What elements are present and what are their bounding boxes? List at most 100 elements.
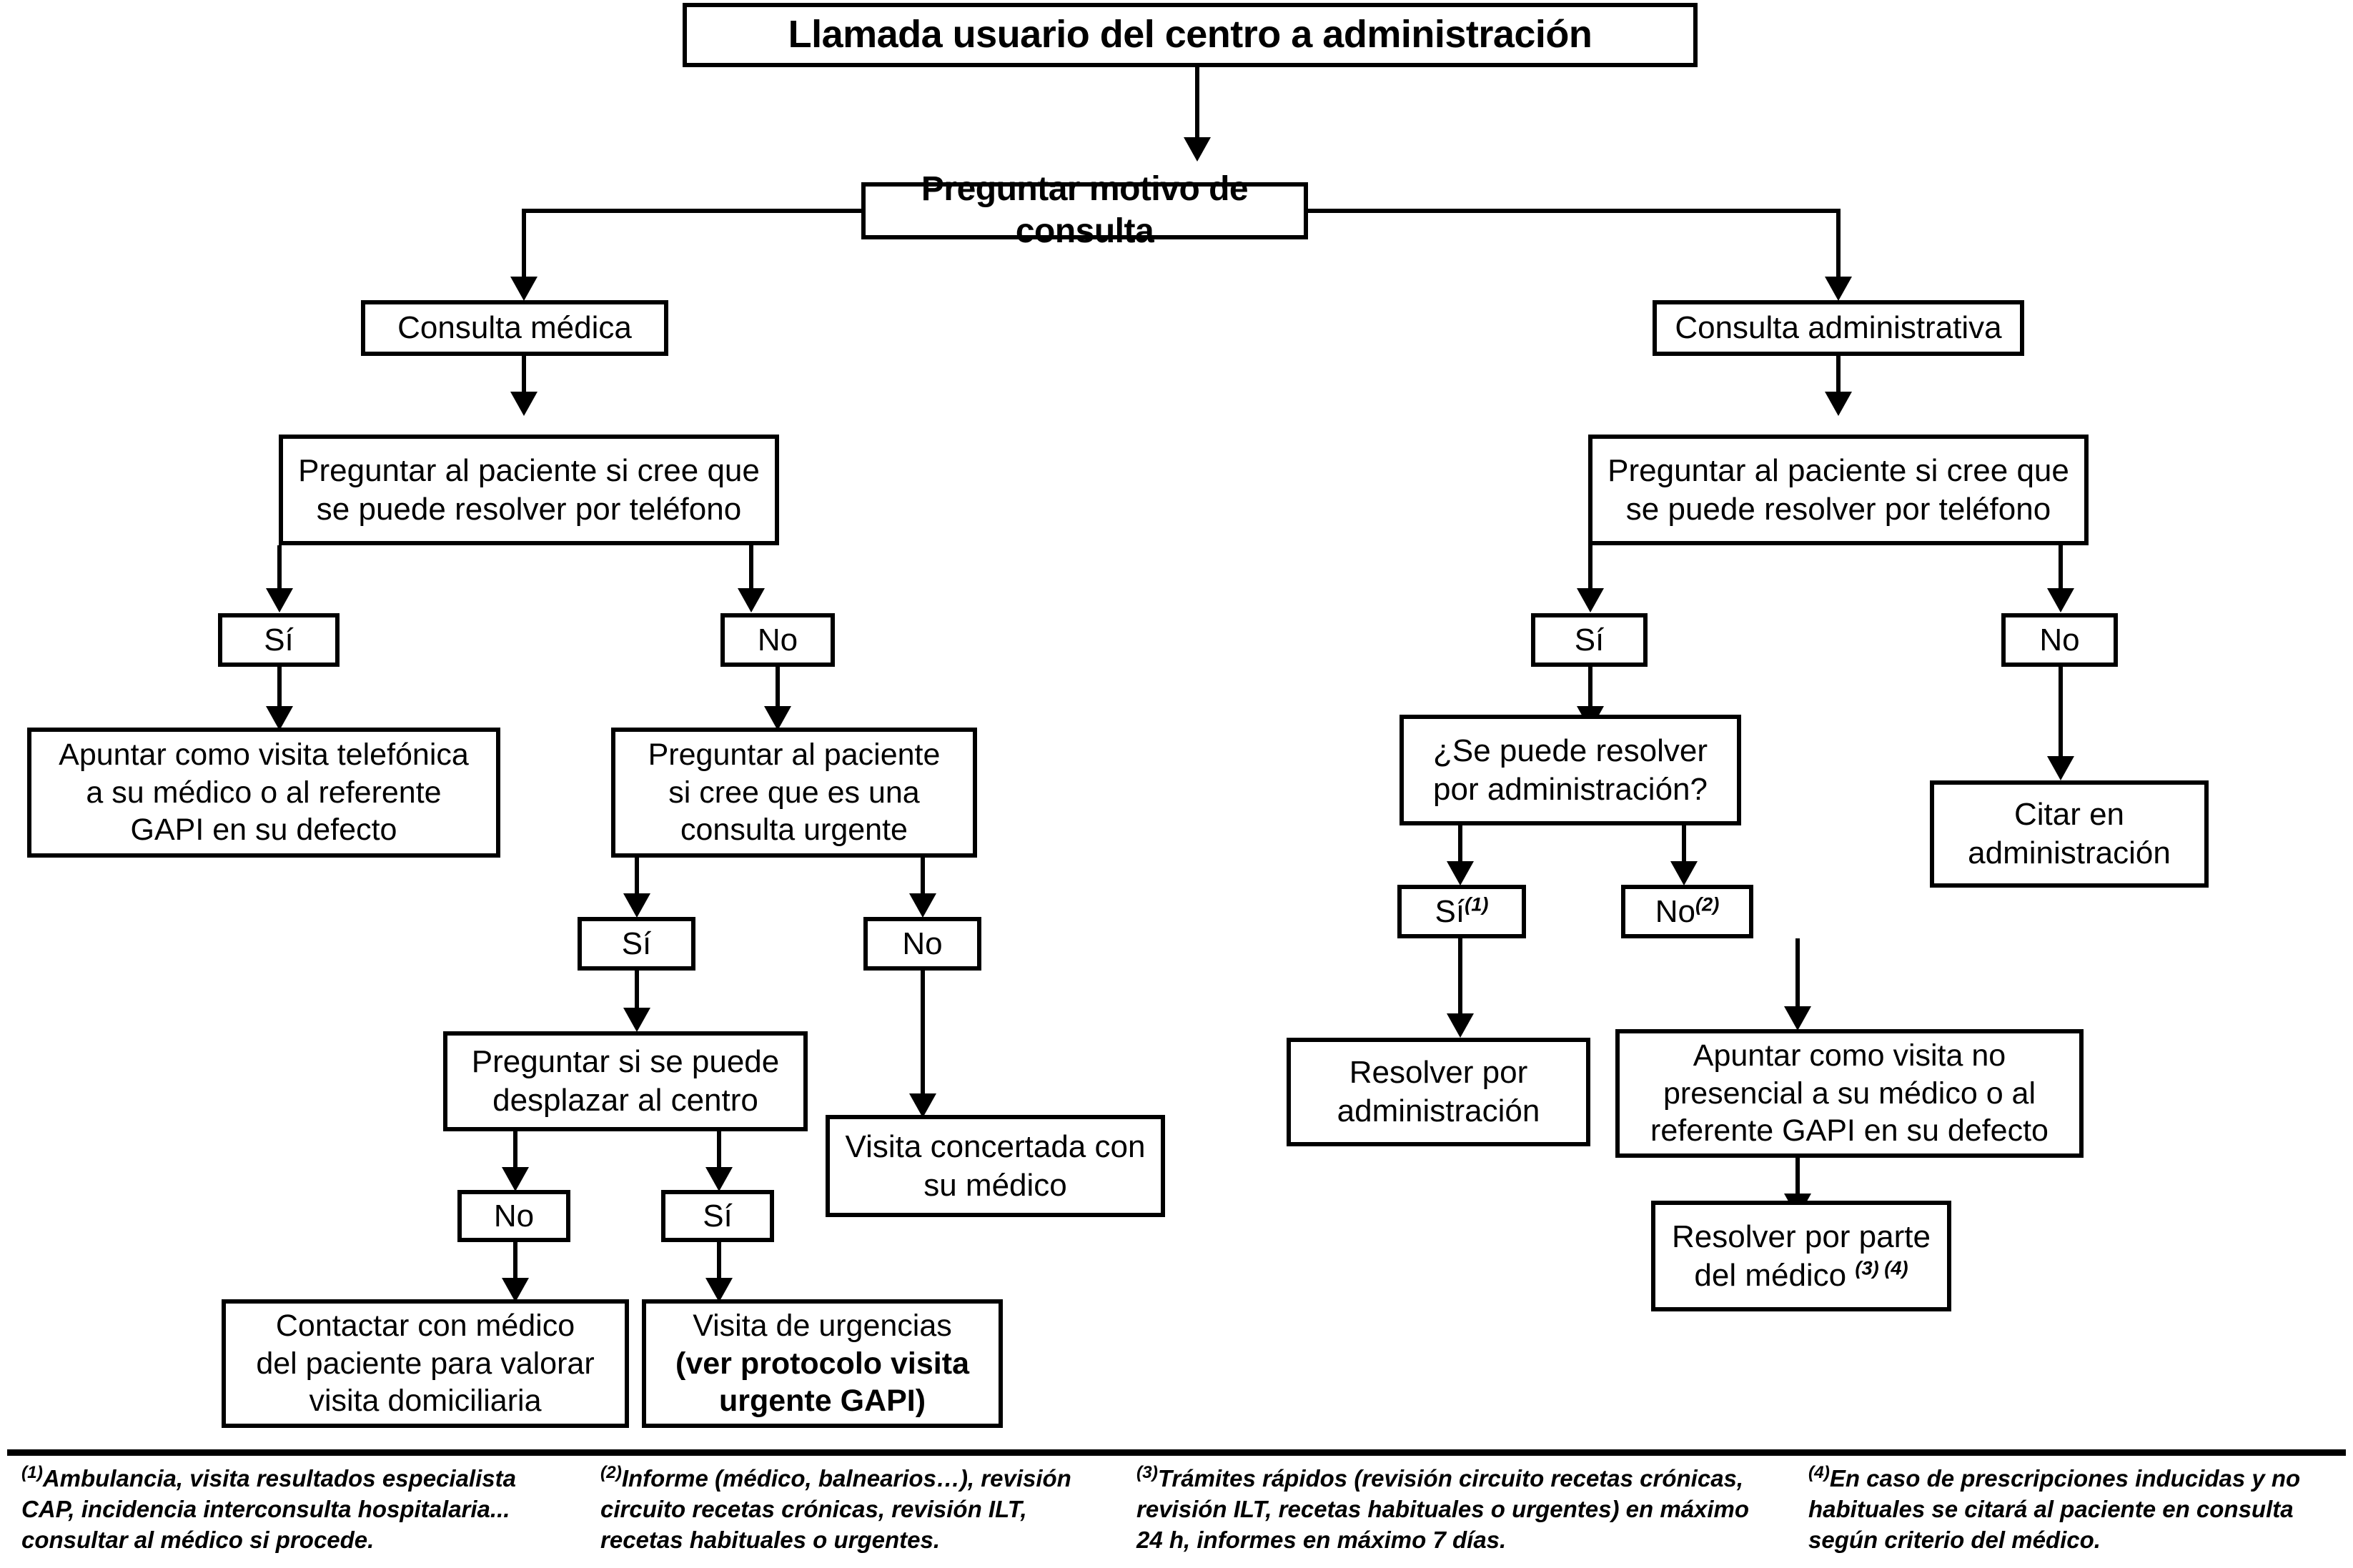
arrowhead-consulta-administrativa [1825, 277, 1852, 301]
node-ask-reason: Preguntar motivo de consulta [861, 170, 1308, 250]
connector-si-desplazar-to-urgentvisit [717, 1242, 721, 1285]
node-preguntar-urgente-line2: si cree que es una [668, 775, 920, 810]
node-apuntar-visita-telefonica-line1: Apuntar como visita telefónica [59, 738, 469, 773]
arrowhead-ask-phone-left [510, 392, 538, 416]
node-ask-phone-left: Preguntar al paciente si cree que se pue… [279, 435, 779, 545]
connector-administrativa-to-phone [1836, 356, 1841, 399]
node-no-left: No [720, 613, 835, 667]
node-start-label: Llamada usuario del centro a administrac… [788, 13, 1592, 56]
node-apuntar-visita-telefonica-line3: GAPI en su defecto [130, 813, 397, 848]
node-resolver-administracion-line2: administración [1337, 1093, 1540, 1128]
arrowhead-si-left [266, 588, 293, 612]
connector-si-left-to-phonevisit [277, 667, 282, 713]
node-si-administracion-ref: (1) [1465, 893, 1489, 915]
node-no-desplazar: No [457, 1190, 570, 1242]
connector-si-urgente-to-travel [635, 971, 639, 1015]
node-apuntar-visita-telefonica-line2: a su médico o al referente [86, 775, 442, 810]
node-no-administracion-label: No [1655, 893, 1695, 929]
connector-medica-to-phone [522, 356, 526, 399]
connector-no-left-to-urgent [776, 667, 780, 713]
node-consulta-administrativa: Consulta administrativa [1653, 300, 2024, 356]
connector-urgent-to-si [635, 858, 639, 900]
footnote-3-text: Trámites rápidos (revisión circuito rece… [1136, 1465, 1750, 1553]
node-si-administracion: Sí(1) [1397, 885, 1526, 938]
footnote-3: (3)Trámites rápidos (revisión circuito r… [1136, 1464, 1758, 1556]
node-preguntar-desplazar-line2: desplazar al centro [492, 1083, 758, 1118]
connector-canadmin-to-no [1682, 825, 1686, 868]
node-no-urgente-label: No [902, 926, 943, 961]
node-citar-administracion-line1: Citar en [2013, 797, 2125, 833]
node-citar-administracion-line2: administración [1968, 835, 2171, 870]
connector-urgent-to-no [921, 858, 925, 900]
arrowhead-contact-doctor [502, 1278, 529, 1302]
node-resolver-parte-medico-line2: del médico [1694, 1257, 1856, 1293]
connector-ask-reason-left [522, 209, 865, 213]
node-ask-reason-label: Preguntar motivo de consulta [921, 170, 1249, 250]
arrowhead-no-admin [1670, 861, 1698, 885]
arrowhead-si-right [1577, 588, 1604, 612]
arrowhead-si-admin [1447, 861, 1474, 885]
arrowhead-cite-admin [2047, 756, 2074, 780]
node-no-right: No [2001, 613, 2118, 667]
arrowhead-ask-reason [1184, 137, 1211, 162]
connector-phone-left-to-no [749, 545, 753, 595]
connector-phone-right-to-si [1588, 545, 1592, 595]
node-no-administracion-ref: (2) [1695, 893, 1720, 915]
footnote-4-text: En caso de prescripciones inducidas y no… [1808, 1465, 2301, 1553]
node-si-urgente: Sí [578, 917, 695, 971]
node-no-administracion: No(2) [1621, 885, 1753, 938]
connector-phone-left-to-si [277, 545, 282, 595]
node-visita-urgencias-line2: (ver protocolo visita [675, 1346, 969, 1381]
arrowhead-phone-visit [266, 706, 293, 730]
node-preguntar-urgente: Preguntar al paciente si cree que es una… [611, 728, 977, 858]
node-apuntar-visita-no-presencial: Apuntar como visita no presencial a su m… [1615, 1029, 2084, 1158]
arrowhead-no-left [738, 588, 765, 612]
node-no-urgente: No [863, 917, 981, 971]
connector-si-admin-to-resolve [1458, 938, 1462, 1021]
node-contactar-medico: Contactar con médico del paciente para v… [222, 1299, 629, 1428]
connector-ask-reason-right [1304, 209, 1841, 213]
node-preguntar-desplazar: Preguntar si se puede desplazar al centr… [443, 1031, 808, 1131]
node-puede-resolver-administracion: ¿Se puede resolver por administración? [1400, 715, 1741, 825]
node-visita-urgencias: Visita de urgencias (ver protocolo visit… [642, 1299, 1003, 1428]
node-resolver-parte-medico-ref: (3) (4) [1855, 1256, 1908, 1279]
connector-right-drop [1836, 209, 1841, 284]
footnote-2-text: Informe (médico, balnearios…), revisión … [600, 1465, 1071, 1553]
arrowhead-no-right [2047, 588, 2074, 612]
connector-no-urgente-to-scheduled [921, 971, 925, 1103]
node-visita-concertada: Visita concertada con su médico [826, 1115, 1165, 1217]
node-apuntar-visita-no-presencial-line1: Apuntar como visita no [1693, 1038, 2006, 1073]
arrowhead-no-urgent [909, 893, 936, 918]
node-ask-phone-right-line2: se puede resolver por teléfono [1625, 491, 2051, 527]
node-contactar-medico-line1: Contactar con médico [275, 1309, 575, 1344]
node-resolver-parte-medico-line1: Resolver por parte [1672, 1219, 1931, 1254]
connector-travel-to-no [513, 1131, 517, 1174]
footnote-2: (2)Informe (médico, balnearios…), revisi… [600, 1464, 1101, 1556]
arrowhead-si-urgent [623, 893, 650, 918]
footnote-1-text: Ambulancia, visita resultados especialis… [21, 1465, 516, 1553]
connector-phone-right-to-no [2059, 545, 2063, 595]
arrowhead-urgent-visit [705, 1278, 733, 1302]
node-start: Llamada usuario del centro a administrac… [683, 3, 1698, 67]
node-visita-urgencias-line3: urgente GAPI) [718, 1384, 926, 1419]
node-si-right: Sí [1531, 613, 1648, 667]
footnote-3-mark: (3) [1136, 1463, 1158, 1482]
node-preguntar-desplazar-line1: Preguntar si se puede [471, 1044, 780, 1080]
connector-travel-to-si [717, 1131, 721, 1174]
connector-start-to-ask-reason [1195, 67, 1199, 139]
footnote-1-mark: (1) [21, 1463, 43, 1482]
footnote-divider [7, 1449, 2346, 1456]
arrowhead-consulta-medica [510, 277, 538, 301]
node-si-desplazar-label: Sí [703, 1198, 733, 1234]
footnote-4-mark: (4) [1808, 1463, 1830, 1482]
node-visita-concertada-line1: Visita concertada con [845, 1128, 1146, 1164]
node-consulta-medica: Consulta médica [361, 300, 668, 356]
node-resolver-parte-medico: Resolver por parte del médico (3) (4) [1651, 1201, 1951, 1311]
node-visita-urgencias-line1: Visita de urgencias [693, 1309, 952, 1344]
connector-si-right-to-canadmin [1588, 667, 1592, 713]
connector-no-admin-to-nonpresential [1795, 938, 1800, 1013]
node-resolver-administracion-line1: Resolver por [1349, 1055, 1528, 1091]
arrowhead-ask-urgent [764, 706, 791, 730]
node-ask-phone-right: Preguntar al paciente si cree que se pue… [1588, 435, 2089, 545]
